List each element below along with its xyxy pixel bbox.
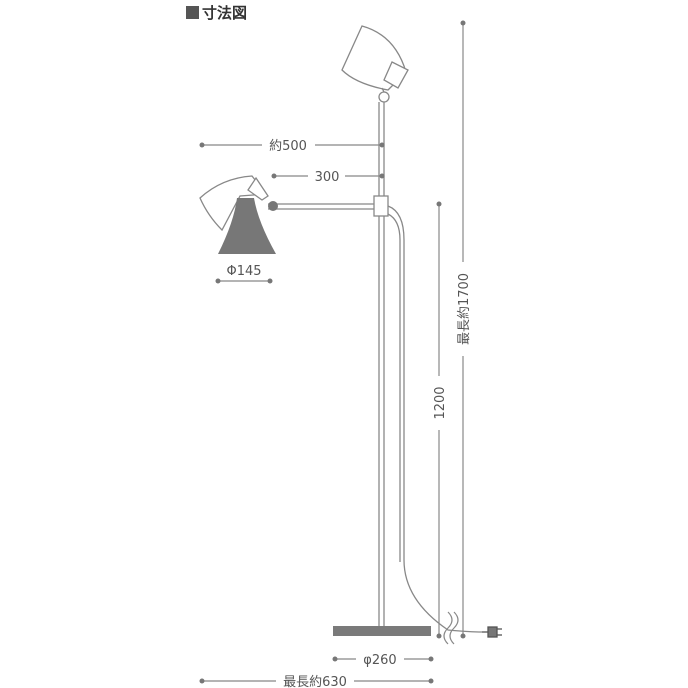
power-plug [482,626,502,638]
label-arm-length: 300 [315,170,340,185]
dim-line-shade-diameter [215,278,273,284]
label-shade-diameter: Φ145 [226,264,261,279]
power-cord [387,205,483,633]
lamp-pole [373,102,389,626]
dim-line-total-width [199,142,385,148]
left-lamp-socket [247,176,269,201]
lamp-base [333,626,431,636]
upper-lamp-socket [383,61,409,89]
dim-line-arm-length [271,173,385,179]
title-square-icon [186,6,199,19]
label-max-height: 最長約1700 [457,273,472,345]
left-lamp [199,175,278,254]
label-total-width: 約500 [269,139,307,154]
dim-line-arm-height [436,201,442,639]
dim-line-max-depth [199,678,434,684]
lamp-arm [268,203,374,210]
left-lamp-shade [218,198,276,254]
title-text: 寸法図 [202,4,248,22]
dim-line-base-diameter [332,656,434,662]
diagram-title: 寸法図 [186,2,247,23]
power-cord-inner [387,213,401,562]
dim-line-max-height [460,20,466,639]
label-arm-height: 1200 [433,386,448,419]
label-max-depth: 最長約630 [283,675,347,688]
label-base-diameter: φ260 [363,653,396,668]
upper-lamp [341,25,409,103]
left-lamp-joint [268,201,278,211]
pole-collar [373,195,389,217]
break-marks [443,611,459,645]
upper-lamp-joint [378,91,390,103]
